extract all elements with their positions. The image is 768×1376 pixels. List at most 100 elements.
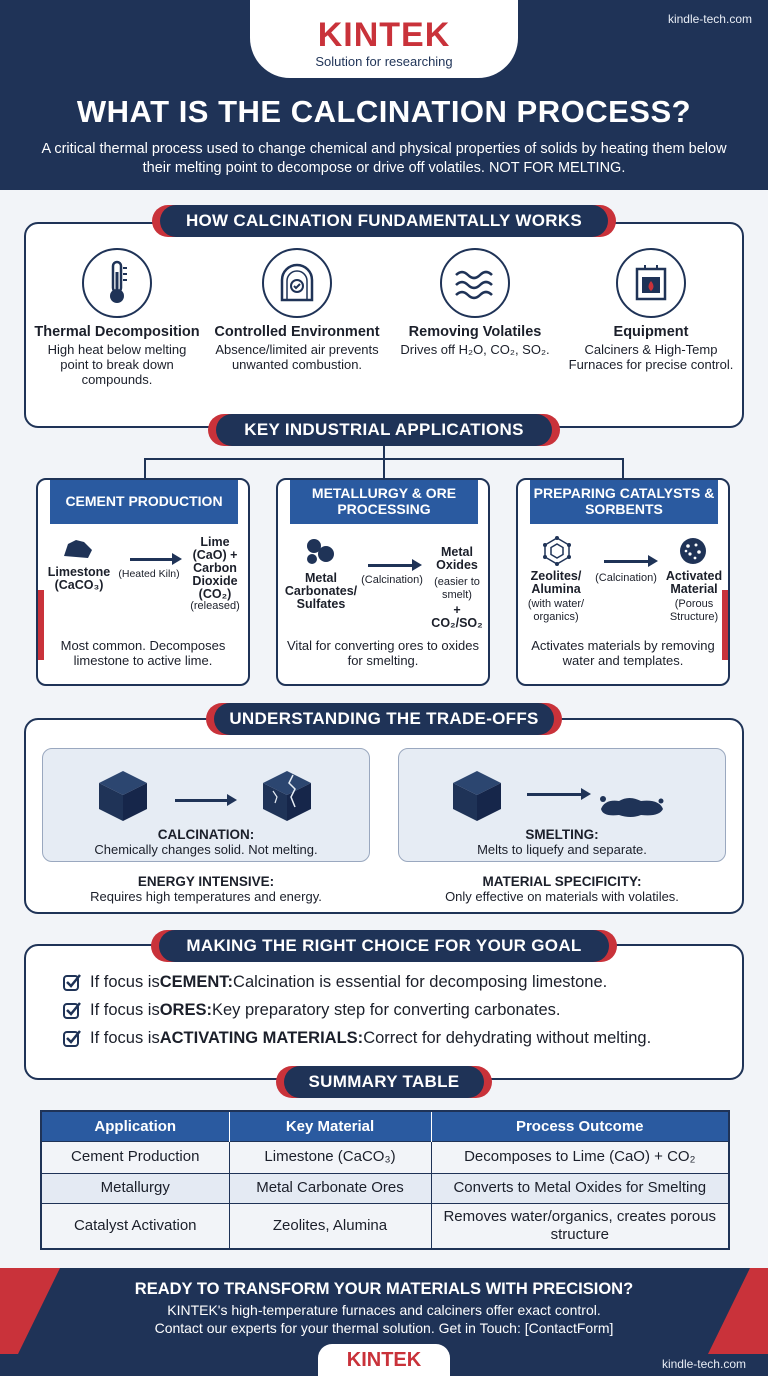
table-cell: Decomposes to Lime (CaO) + CO₂ — [431, 1140, 730, 1173]
table-cell: Catalyst Activation — [41, 1202, 230, 1249]
checkmark-icon — [63, 974, 81, 991]
table-cell: Metallurgy — [41, 1172, 230, 1203]
solid-cube-icon — [453, 771, 501, 821]
summary-table: Application Key Material Process Outcome… — [40, 1110, 730, 1250]
how-item-volatiles: Removing Volatiles Drives off H₂O, CO₂, … — [390, 248, 560, 357]
column-header: Process Outcome — [431, 1111, 730, 1141]
cta-title: READY TO TRANSFORM YOUR MATERIALS WITH P… — [134, 1280, 634, 1298]
how-it-works-heading: HOW CALCINATION FUNDAMENTALLY WORKS — [160, 205, 608, 237]
how-item-title: Controlled Environment — [214, 324, 380, 340]
summary-heading: SUMMARY TABLE — [284, 1066, 484, 1098]
application-title: CEMENT PRODUCTION — [50, 480, 238, 524]
application-process: (Calcination) — [595, 572, 657, 584]
smelting-label: SMELTING:Melts to liquefy and separate. — [477, 827, 647, 857]
footer-logo[interactable]: KINTEK — [318, 1344, 450, 1376]
how-item-title: Removing Volatiles — [408, 324, 542, 340]
specificity-note: MATERIAL SPECIFICITY:Only effective on m… — [445, 874, 679, 904]
application-footer: Activates materials by removing water an… — [531, 638, 715, 668]
table-cell: Limestone (CaCO₃) — [229, 1140, 432, 1173]
table-cell: Metal Carbonate Ores — [229, 1172, 432, 1203]
how-item-title: Equipment — [613, 324, 689, 340]
application-output-note: (Porous Structure) — [669, 598, 719, 623]
site-url[interactable]: kindle-tech.com — [667, 12, 752, 26]
table-cell: Cement Production — [41, 1140, 230, 1173]
checkmark-icon — [63, 1030, 81, 1047]
table-cell: Removes water/organics, creates porous s… — [431, 1202, 730, 1249]
application-title: METALLURGY & ORE PROCESSING — [290, 480, 478, 524]
cta-text: KINTEK's high-temperature furnaces and c… — [0, 1301, 768, 1337]
column-header: Application — [41, 1111, 230, 1141]
calcination-comparison-box: CALCINATION:Chemically changes solid. No… — [42, 748, 370, 862]
choice-section — [24, 944, 744, 1080]
applications-heading: KEY INDUSTRIAL APPLICATIONS — [216, 414, 552, 446]
process-arrow — [604, 555, 658, 567]
application-input: Zeolites/ Alumina — [530, 569, 582, 596]
accent-edge — [38, 590, 44, 660]
vapor-waves-icon — [440, 248, 510, 318]
smelting-comparison-box: SMELTING:Melts to liquefy and separate. — [398, 748, 726, 862]
table-cell: Converts to Metal Oxides for Smelting — [431, 1172, 730, 1203]
table-row: Metallurgy Metal Carbonate Ores Converts… — [41, 1172, 730, 1203]
cta-banner — [0, 1268, 768, 1354]
application-input: Limestone (CaCO₃) — [47, 565, 111, 592]
application-title: PREPARING CATALYSTS & SORBENTS — [530, 480, 718, 524]
logo-tagline: Solution for researching — [315, 54, 453, 69]
process-arrow — [368, 559, 422, 571]
how-item-text: Calciners & High-Temp Furnaces for preci… — [568, 342, 734, 372]
energy-note: ENERGY INTENSIVE:Requires high temperatu… — [90, 874, 322, 904]
cta-contact-line[interactable]: Contact our experts for your thermal sol… — [154, 1320, 614, 1336]
application-output: Lime (CaO) + Carbon Dioxide (CO₂) — [192, 535, 238, 601]
application-footer: Vital for converting ores to oxides for … — [287, 638, 479, 668]
application-output-note: (easier to smelt) — [434, 576, 480, 601]
how-it-works-section: Thermal Decomposition High heat below me… — [24, 222, 744, 428]
logo-card[interactable]: KINTEK Solution for researching — [250, 0, 518, 78]
application-card-catalysts: PREPARING CATALYSTS & SORBENTS Zeolites/… — [516, 478, 730, 686]
ore-icon — [307, 539, 334, 564]
zeolite-lattice-icon — [543, 536, 571, 566]
sealed-chamber-icon — [262, 248, 332, 318]
choice-heading: MAKING THE RIGHT CHOICE FOR YOUR GOAL — [159, 930, 609, 962]
molten-puddle-icon — [600, 796, 664, 817]
cta-line: KINTEK's high-temperature furnaces and c… — [167, 1302, 601, 1318]
column-header: Key Material — [229, 1111, 432, 1141]
application-output-note: (released) — [190, 600, 240, 612]
transform-arrow — [527, 788, 591, 800]
page-title: WHAT IS THE CALCINATION PROCESS? — [76, 94, 692, 129]
tradeoffs-section: CALCINATION:Chemically changes solid. No… — [24, 718, 744, 914]
footer-site-url[interactable]: kindle-tech.com — [661, 1357, 746, 1371]
choice-item-ores: If focus is ORES: Key preparatory step f… — [62, 1000, 561, 1020]
kintek-logo: KINTEK — [317, 16, 451, 54]
rock-icon — [64, 540, 92, 558]
table-row: Catalyst Activation Zeolites, Alumina Re… — [41, 1202, 730, 1249]
application-output: Activated Material — [665, 569, 723, 596]
table-cell: Zeolites, Alumina — [229, 1202, 432, 1249]
solid-cube-icon — [99, 771, 147, 821]
application-process: (Heated Kiln) — [118, 568, 180, 580]
application-input: Metal Carbonates/ Sulfates — [284, 571, 358, 611]
page-subtitle: A critical thermal process used to chang… — [41, 141, 727, 176]
choice-item-cement: If focus is CEMENT: Calcination is essen… — [62, 972, 607, 992]
application-output: Metal Oxides — [436, 545, 478, 572]
checkmark-icon — [63, 1002, 81, 1019]
application-card-metallurgy: METALLURGY & ORE PROCESSING Metal Carbon… — [276, 478, 490, 686]
how-item-thermal: Thermal Decomposition High heat below me… — [32, 248, 202, 387]
tradeoffs-heading: UNDERSTANDING THE TRADE-OFFS — [214, 703, 554, 735]
how-item-title: Thermal Decomposition — [34, 324, 200, 340]
calcination-label: CALCINATION:Chemically changes solid. No… — [94, 827, 318, 857]
application-input-note: (with water/ organics) — [527, 598, 585, 623]
transform-arrow — [175, 794, 237, 806]
how-item-text: High heat below melting point to break d… — [47, 342, 187, 387]
how-item-equipment: Equipment Calciners & High-Temp Furnaces… — [566, 248, 736, 372]
application-footer: Most common. Decomposes limestone to act… — [60, 638, 226, 668]
accent-edge — [722, 590, 728, 660]
header-banner: KINTEK Solution for researching kindle-t… — [0, 0, 768, 190]
porous-material-icon — [680, 538, 706, 564]
application-output-extra: + CO₂/SO₂ — [431, 603, 483, 630]
furnace-icon — [616, 248, 686, 318]
choice-item-activating: If focus is ACTIVATING MATERIALS: Correc… — [62, 1028, 651, 1048]
how-item-text: Absence/limited air prevents unwanted co… — [215, 342, 379, 372]
thermometer-icon — [82, 248, 152, 318]
table-row: Cement Production Limestone (CaCO₃) Deco… — [41, 1140, 730, 1173]
process-arrow — [130, 553, 182, 565]
how-item-text: Drives off H₂O, CO₂, SO₂. — [400, 342, 550, 357]
